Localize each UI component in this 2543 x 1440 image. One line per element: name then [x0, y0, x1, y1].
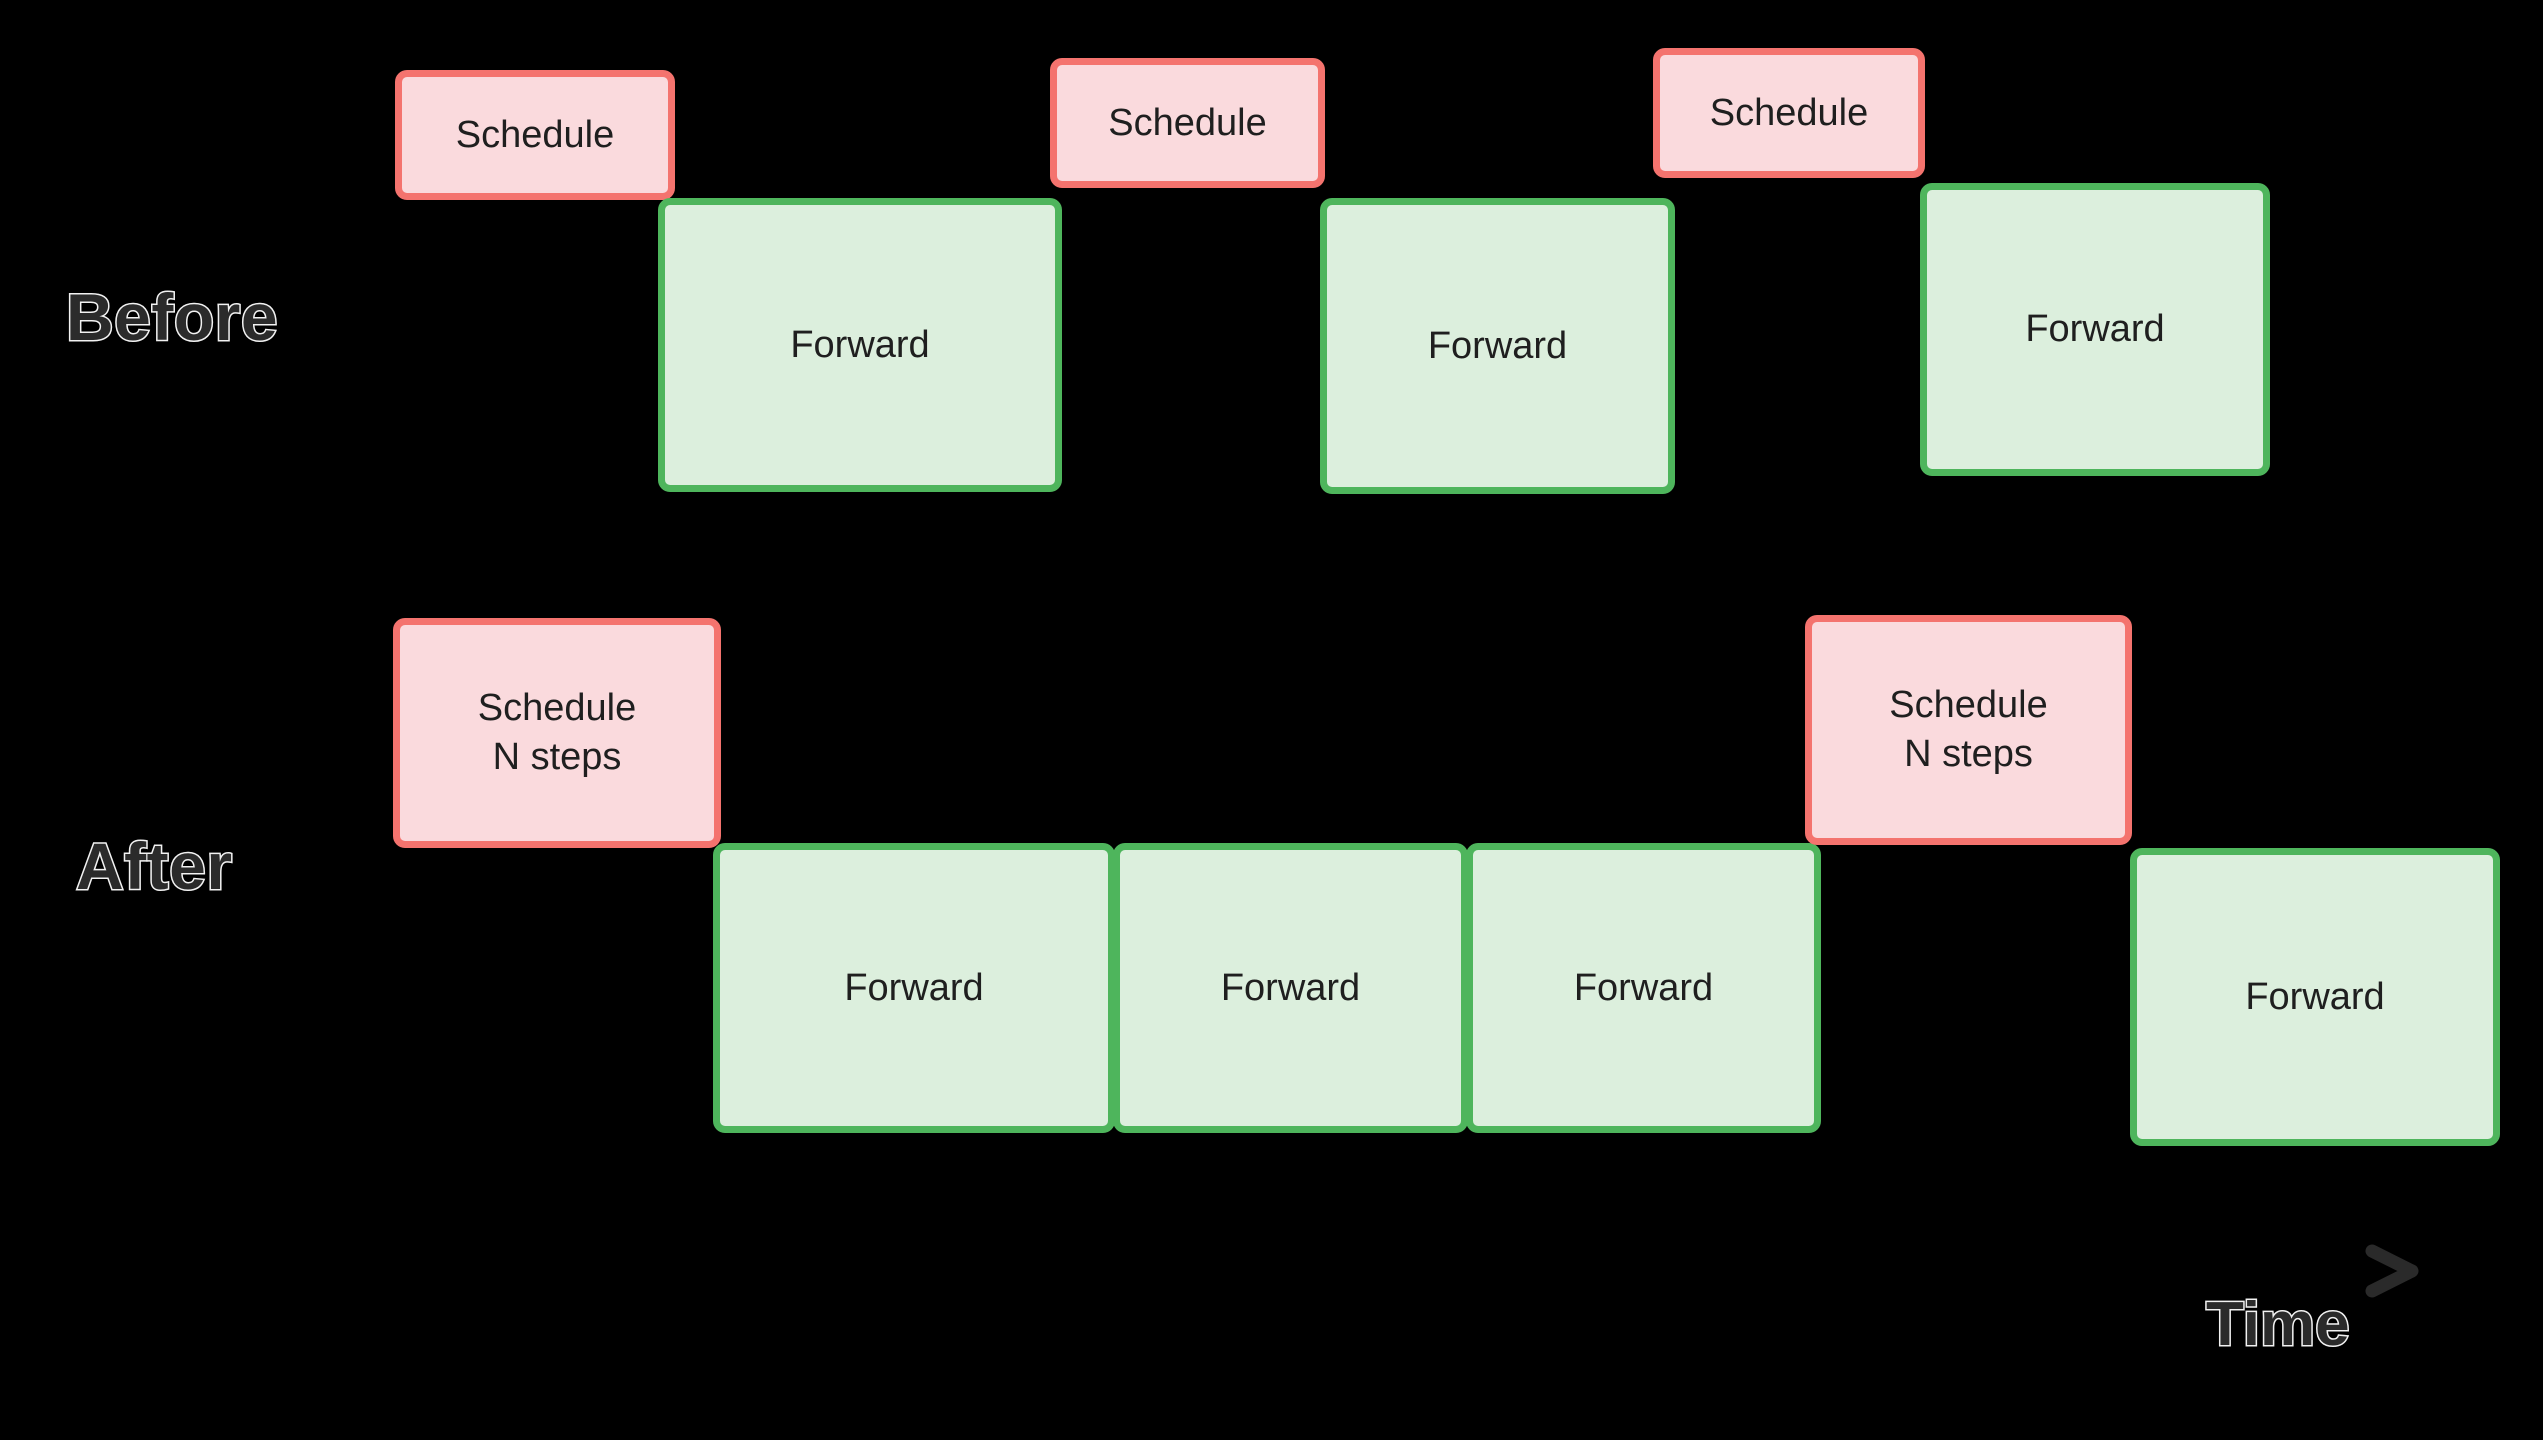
after-schedule-block-2: Schedule N steps — [1805, 615, 2132, 845]
before-schedule-block-1: Schedule — [395, 70, 675, 200]
before-schedule-block-3: Schedule — [1653, 48, 1925, 178]
block-label: Forward — [844, 966, 984, 1009]
before-forward-block-2: Forward — [1320, 198, 1675, 494]
block-label: Forward — [1427, 324, 1568, 367]
block-label: Schedule — [455, 113, 615, 156]
before-forward-block-3: Forward — [1920, 183, 2270, 476]
block-label: Schedule — [1709, 91, 1869, 134]
after-forward-block-4: Forward — [2130, 848, 2500, 1146]
block-label: Forward — [790, 323, 930, 366]
block-label: Forward — [1573, 966, 1714, 1009]
time-axis-arrow-icon — [380, 1244, 2419, 1298]
block-label: Forward — [2245, 975, 2385, 1018]
time-axis-label: Time — [2205, 1290, 2352, 1359]
after-forward-block-2: Forward — [1113, 843, 1468, 1133]
row-label-before: Before — [64, 280, 279, 354]
block-label: Forward — [1220, 966, 1361, 1009]
before-forward-block-1: Forward — [658, 198, 1062, 492]
block-label: Schedule N steps — [477, 687, 637, 778]
before-schedule-block-2: Schedule — [1050, 58, 1325, 188]
block-label: Schedule — [1108, 101, 1267, 144]
after-forward-block-1: Forward — [713, 843, 1115, 1133]
after-forward-block-3: Forward — [1466, 843, 1821, 1133]
after-schedule-block-1: Schedule N steps — [393, 618, 721, 848]
block-label: Forward — [2025, 308, 2165, 351]
row-label-after: After — [75, 829, 234, 903]
block-label: Schedule N steps — [1889, 684, 2048, 775]
